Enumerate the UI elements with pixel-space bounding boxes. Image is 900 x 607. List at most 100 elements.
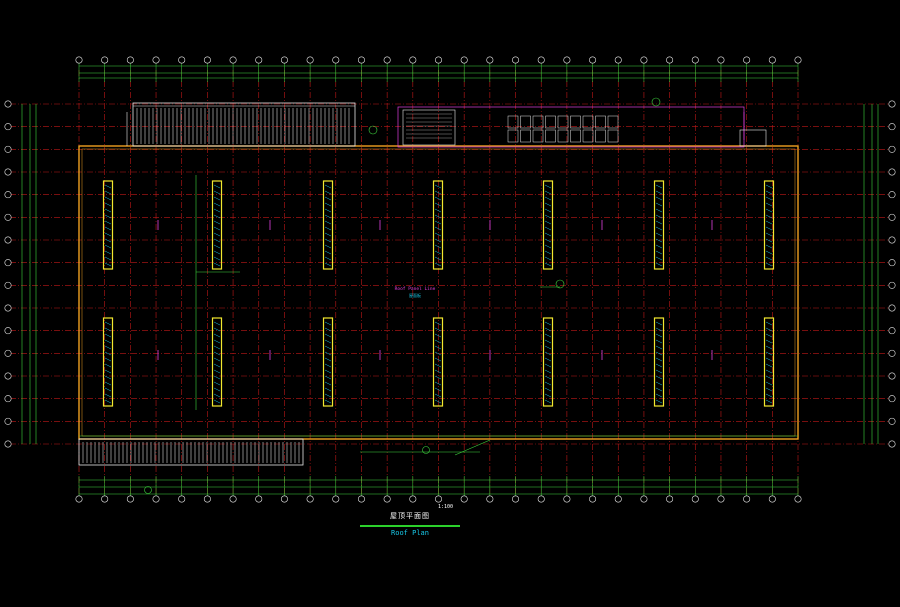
skylight-hatch [655,184,663,189]
skylight-hatch [765,357,773,362]
hvac-unit [507,115,519,129]
axis-bubble [332,56,340,64]
hvac-unit [570,115,581,129]
skylight-hatch [213,321,221,326]
skylight-hatch [104,375,112,380]
skylight-hatch [765,399,773,404]
axis-bubble [4,417,12,425]
skylight-hatch [544,262,552,267]
axis-bubble [666,56,674,64]
equipment-zone [397,106,745,148]
skylight-hatch [434,351,442,356]
skylight-hatch [434,375,442,380]
skylight-hatch [544,321,552,326]
skylight-hatch [544,214,552,219]
skylight-strip [102,317,114,407]
axis-bubble [126,495,134,503]
skylight-hatch [324,345,332,350]
skylight-hatch [434,262,442,267]
skylight-hatch [434,357,442,362]
skylight-hatch [544,345,552,350]
skylight-hatch [655,327,663,332]
axis-bubble [794,56,802,64]
skylight-hatch [104,184,112,189]
skylight-hatch [434,232,442,237]
skylight-hatch [544,393,552,398]
skylight-hatch [544,232,552,237]
skylight-hatch [213,196,221,201]
skylight-hatch [324,250,332,255]
axis-bubble [666,495,674,503]
skylight-hatch [324,262,332,267]
skylight-strip [542,180,554,270]
skylight-hatch [104,250,112,255]
skylight-hatch [324,333,332,338]
skylight-hatch [213,393,221,398]
skylight-hatch [655,381,663,386]
skylight-hatch [324,327,332,332]
axis-bubble [4,100,12,108]
axis-bubble [101,56,109,64]
skylight-hatch [104,351,112,356]
axis-bubble [4,349,12,357]
skylight-hatch [655,244,663,249]
skylight-hatch [104,256,112,261]
skylight-hatch [765,202,773,207]
axis-bubble [4,395,12,403]
hvac-unit [520,129,531,143]
skylight-hatch [324,220,332,225]
skylight-hatch [213,387,221,392]
skylight-strip [211,180,223,270]
skylight-hatch [544,363,552,368]
axis-bubble [178,56,186,64]
skylight-hatch [434,184,442,189]
skylight-hatch [324,208,332,213]
skylight-hatch [104,220,112,225]
center-annotation-label: Roof Panel Line [395,286,436,292]
skylight-hatch [765,375,773,380]
skylight-hatch [765,363,773,368]
skylight-hatch [655,333,663,338]
skylight-hatch [324,238,332,243]
axis-bubble [306,56,314,64]
skylight-hatch [765,393,773,398]
skylight-hatch [213,339,221,344]
axis-bubble [888,440,896,448]
skylight-hatch [104,357,112,362]
skylight-hatch [324,196,332,201]
axis-bubble [888,349,896,357]
skylight-hatch [324,226,332,231]
axis-bubble [4,123,12,131]
axis-bubble [512,56,520,64]
annotation-bubble [368,125,378,135]
skylight-hatch [655,339,663,344]
axis-bubble [614,56,622,64]
skylight-hatch [765,190,773,195]
axis-bubble [888,304,896,312]
skylight-hatch [213,375,221,380]
skylight-hatch [324,399,332,404]
axis-bubble [888,123,896,131]
axis-bubble [743,56,751,64]
skylight-hatch [544,238,552,243]
skylight-hatch [104,345,112,350]
axis-bubble [332,495,340,503]
skylight-hatch [434,333,442,338]
skylight-hatch [213,220,221,225]
axis-bubble [589,495,597,503]
axis-bubble [357,495,365,503]
skylight-strip [763,317,775,407]
annotation-leader [454,439,491,456]
skylight-hatch [544,256,552,261]
skylight-hatch [213,202,221,207]
annotation-bubble [555,279,565,289]
skylight-hatch [434,190,442,195]
skylight-hatch [104,244,112,249]
skylight-strip [102,180,114,270]
axis-bubble [768,56,776,64]
skylight-hatch [213,256,221,261]
axis-bubble [640,495,648,503]
skylight-hatch [213,262,221,267]
skylight-hatch [655,375,663,380]
